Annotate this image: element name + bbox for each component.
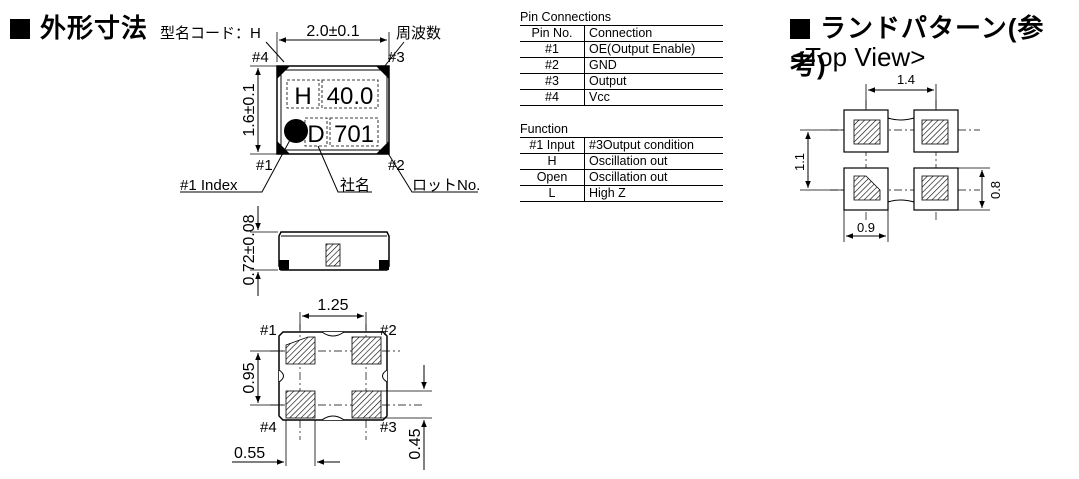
- land-pattern-diagram: 1.4 1.1 0.8 0.9: [792, 72, 1003, 242]
- output-cell: Oscillation out: [584, 169, 723, 186]
- land-pattern-heading-text: ランドパターン(参考): [790, 13, 1045, 80]
- leader-model-code: [265, 41, 285, 63]
- frequency-label: 周波数: [396, 25, 441, 42]
- connection-cell: GND: [584, 57, 723, 74]
- width-dim-text: 2.0±0.1: [306, 23, 359, 40]
- bottom-pad-height-text: 0.45: [407, 428, 424, 459]
- land-pad-bottom-left: [853, 175, 881, 201]
- connection-col-header: Connection: [584, 25, 723, 42]
- connection-cell: Output: [584, 73, 723, 90]
- pin-col-header: Pin No.: [520, 25, 585, 42]
- top-view-label: <Top View>: [790, 42, 926, 72]
- side-view: 0.72±0.08: [241, 206, 390, 296]
- marking-company: D: [307, 121, 324, 148]
- pin-connections-title: Pin Connections: [520, 10, 612, 24]
- marking-lot: 701: [334, 121, 374, 148]
- marking-model-code: H: [294, 83, 311, 110]
- model-code-label: 型名コード：H: [160, 25, 261, 42]
- bottom-pin4-label: #4: [260, 419, 277, 436]
- input-cell: Open: [520, 169, 585, 186]
- bottom-pad3: [351, 390, 382, 419]
- height-dim-text: 1.6±0.1: [241, 83, 258, 136]
- bottom-view: 1.25 #1 #2 #4 #3 0.95 0.55 0.45: [232, 297, 432, 470]
- land-pitch-x-text: 1.4: [897, 72, 915, 87]
- square-bullet-icon: [790, 19, 810, 39]
- connection-cell: Vcc: [584, 89, 723, 106]
- top-pin1-label: #1: [256, 157, 273, 174]
- bottom-pad2: [351, 336, 382, 365]
- top-pin3-label: #3: [388, 49, 405, 66]
- lot-label: ロットNo.: [412, 177, 480, 194]
- bottom-pin3-label: #3: [380, 419, 397, 436]
- square-bullet-icon: [10, 19, 30, 39]
- bottom-pin2-label: #2: [380, 322, 397, 339]
- output-cell: High Z: [584, 185, 723, 202]
- pin-cell: #3: [520, 73, 585, 90]
- bottom-pad-width-text: 0.55: [234, 445, 265, 462]
- bottom-pitch-y-text: 0.95: [241, 362, 258, 393]
- side-pad-hatch: [325, 243, 341, 267]
- outline-heading-text: 外形寸法: [40, 13, 149, 43]
- output-col-header: #3Output condition: [584, 137, 723, 154]
- land-pad-width-text: 0.9: [857, 220, 875, 235]
- land-pad-height-text: 0.8: [988, 181, 1003, 199]
- input-cell: L: [520, 185, 585, 202]
- marking-frequency: 40.0: [327, 83, 374, 110]
- top-pin2-label: #2: [388, 157, 405, 174]
- bottom-pad4: [285, 390, 316, 419]
- input-col-header: #1 Input: [520, 137, 585, 154]
- pin-cell: #1: [520, 41, 585, 58]
- function-title: Function: [520, 122, 568, 136]
- pin-cell: #2: [520, 57, 585, 74]
- outline-heading: 外形寸法: [10, 8, 148, 45]
- output-cell: Oscillation out: [584, 153, 723, 170]
- bottom-pin1-label: #1: [260, 322, 277, 339]
- land-pad-bottom-right: [921, 175, 949, 201]
- land-pad-top-right: [921, 119, 949, 145]
- input-cell: H: [520, 153, 585, 170]
- land-pattern-heading: ランドパターン(参考): [790, 8, 1079, 82]
- connection-cell: OE(Output Enable): [584, 41, 723, 58]
- pin1-index-dot-icon: [284, 119, 308, 143]
- pin-cell: #4: [520, 89, 585, 106]
- bottom-pitch-x-text: 1.25: [317, 297, 348, 314]
- company-label: 社名: [340, 177, 370, 194]
- land-pad-top-left: [853, 119, 881, 145]
- land-pitch-y-text: 1.1: [792, 153, 807, 171]
- outline-top-view: 型名コード：H 周波数 2.0±0.1 1.6±0.1 H 40.0 D 701…: [160, 23, 480, 194]
- bottom-pad1: [285, 336, 316, 365]
- top-pin4-label: #4: [252, 49, 269, 66]
- thickness-dim-text: 0.72±0.08: [241, 214, 258, 285]
- index-label: #1 Index: [180, 177, 238, 194]
